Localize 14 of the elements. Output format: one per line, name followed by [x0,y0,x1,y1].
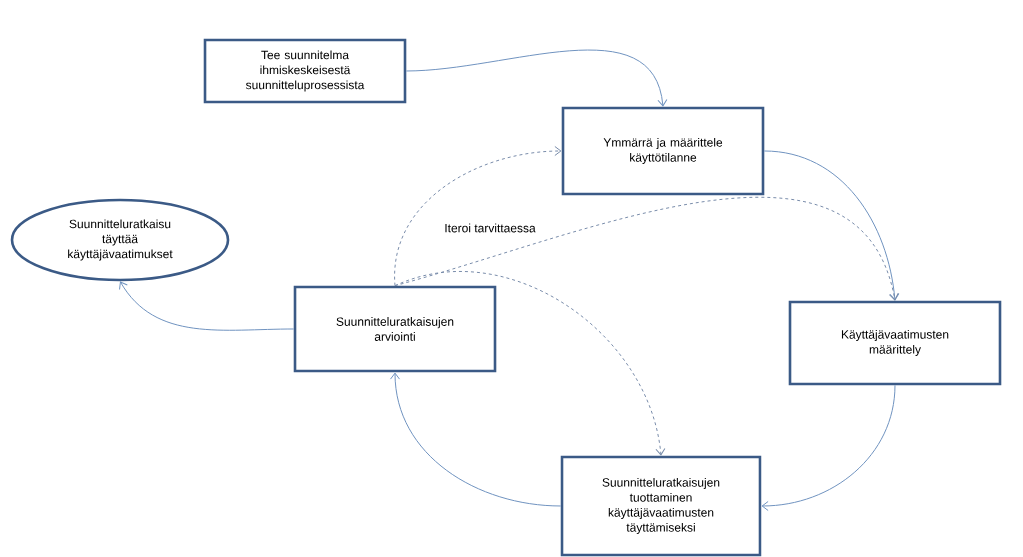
process-box: Suunnitteluratkaisujen arviointi [293,285,497,373]
edge-label: Iteroi tarvittaessa [443,222,537,234]
arrow [761,384,896,511]
arrow [394,146,562,287]
process-box: Käyttäjävaatimusten määrittely [788,300,1002,386]
process-box: Tee suunnitelma ihmiskeskeisestä suunnitteluprosessista [203,38,407,104]
arrow [394,271,666,456]
process-box: Suunnitteluratkaisujen tuottaminen käyttäjävaatimusten täyttämiseksi [560,455,762,557]
arrow [394,196,899,301]
arrow [763,150,900,301]
arrow [119,281,295,331]
process-box: Ymmärrä ja määrittele käyttötilanne [561,106,765,196]
arrow [390,372,562,507]
arrow [405,49,668,107]
